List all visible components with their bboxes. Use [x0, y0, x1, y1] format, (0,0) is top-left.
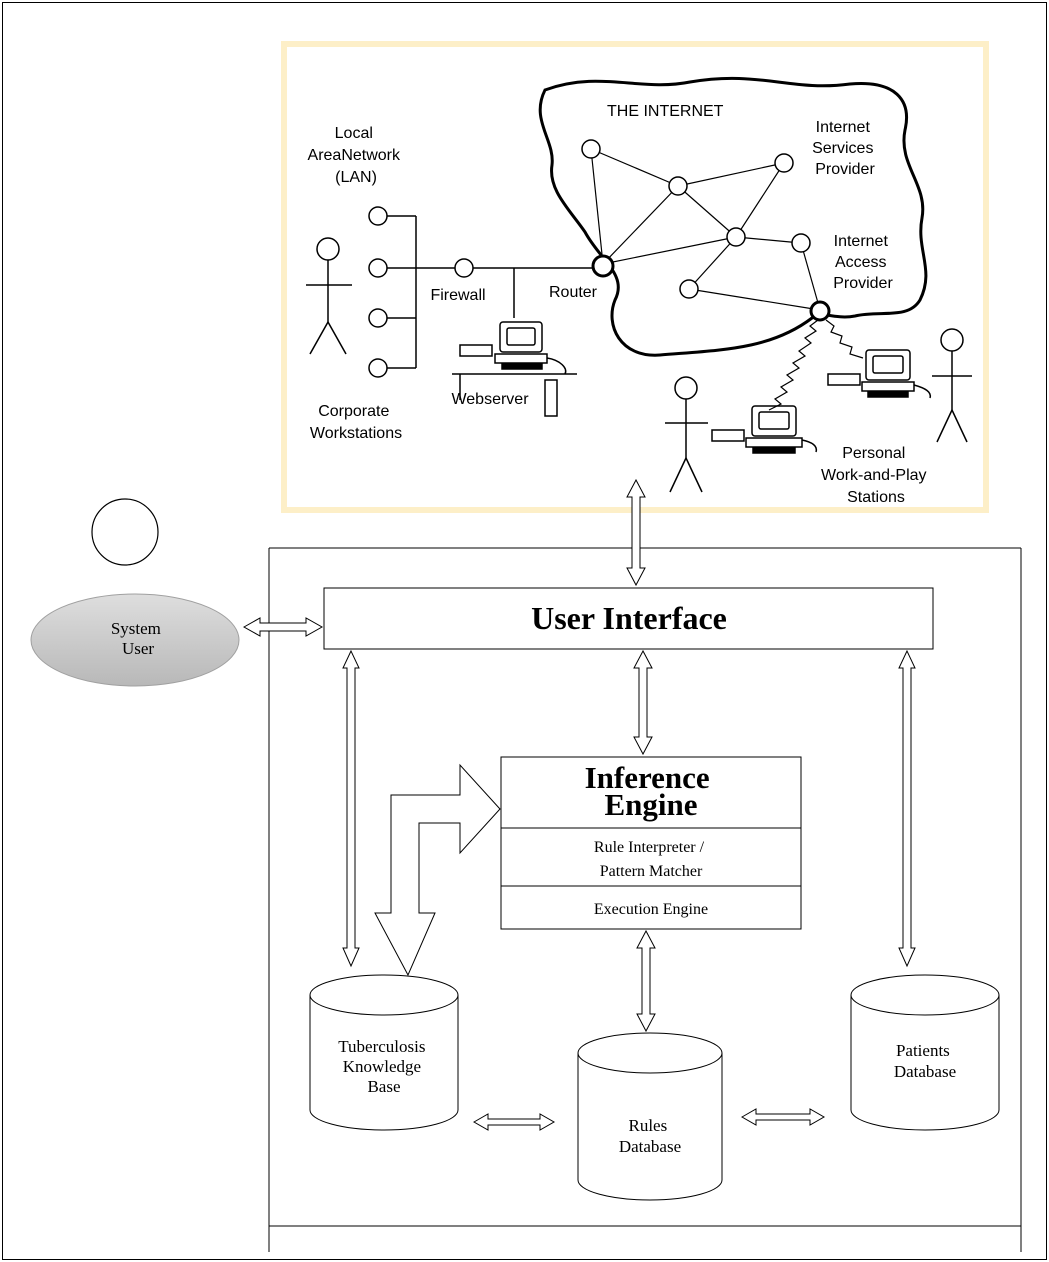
- cloud-nodes: [581, 139, 811, 299]
- arrow-ui-patients: [898, 649, 916, 968]
- internet-labels: Local AreaNetwork (LAN) Corporate Workst…: [308, 119, 931, 506]
- arrow-ui-inference: [633, 649, 653, 756]
- firewall-label: Firewall: [430, 287, 485, 304]
- execution-engine-label: Execution Engine: [594, 901, 708, 918]
- lan-wiring: [387, 215, 593, 369]
- personal-computer-upper-icon: [827, 349, 932, 399]
- cloud-title: THE INTERNET: [607, 103, 724, 120]
- home-person-right-icon: [932, 328, 972, 443]
- inference-engine-box: Inference Engine Rule Interpreter / Patt…: [500, 756, 802, 930]
- dialup-links: [768, 319, 864, 411]
- system-user-head-icon: [91, 498, 159, 566]
- flow-arrows: [242, 478, 916, 1131]
- system-user: System User: [30, 498, 240, 687]
- arrow-ui-knowledge: [342, 649, 360, 968]
- internet-panel: THE INTERNET: [281, 41, 989, 513]
- arrow-rules-patients: [740, 1108, 826, 1126]
- expert-system-panel: [268, 547, 1022, 1252]
- firewall-node: [454, 258, 474, 278]
- inference-engine-title: Inference Engine: [585, 760, 718, 822]
- arrow-internet-ui: [626, 478, 646, 587]
- personal-stations-label: Personal Work-and-Play Stations: [821, 445, 931, 506]
- system-user-base: [30, 593, 240, 687]
- rule-interpreter-label: Rule Interpreter / Pattern Matcher: [594, 839, 708, 880]
- lan-workstation-nodes: [368, 206, 388, 378]
- patients-database-label: Patients Database: [894, 1041, 956, 1081]
- system-user-label: System User: [111, 619, 165, 658]
- knowledge-base-cylinder: Tuberculosis Knowledge Base: [309, 974, 459, 1131]
- router-node: [591, 254, 615, 278]
- isp-label: Internet Services Provider: [812, 119, 878, 178]
- user-interface-label: User Interface: [531, 600, 727, 636]
- home-person-left-icon: [665, 376, 708, 493]
- arrow-user-ui: [242, 617, 324, 637]
- internet-panel-border: [281, 41, 989, 513]
- arrow-knowledge-rules: [472, 1113, 556, 1131]
- arrow-inference-rules: [636, 929, 656, 1033]
- router-label: Router: [549, 284, 598, 301]
- cloud-links: [590, 148, 821, 311]
- access-provider-node: [809, 300, 831, 322]
- rules-database-cylinder: Rules Database: [577, 1032, 723, 1201]
- iap-label: Internet Access Provider: [833, 233, 893, 292]
- webserver-label: Webserver: [451, 391, 529, 408]
- corporate-person-icon: [306, 237, 352, 355]
- webserver-computer-icon: [452, 321, 577, 417]
- rules-database-label: Rules Database: [619, 1116, 681, 1156]
- corporate-label: Corporate Workstations: [310, 403, 402, 442]
- knowledge-base-label: Tuberculosis Knowledge Base: [338, 1037, 429, 1096]
- user-interface-box: User Interface: [323, 587, 934, 650]
- arrow-knowledge-inference: [374, 763, 501, 977]
- internet-cloud: [538, 76, 928, 357]
- patients-database-cylinder: Patients Database: [850, 974, 1000, 1131]
- lan-label: Local AreaNetwork (LAN): [308, 125, 405, 186]
- personal-computer-lower-icon: [711, 405, 818, 454]
